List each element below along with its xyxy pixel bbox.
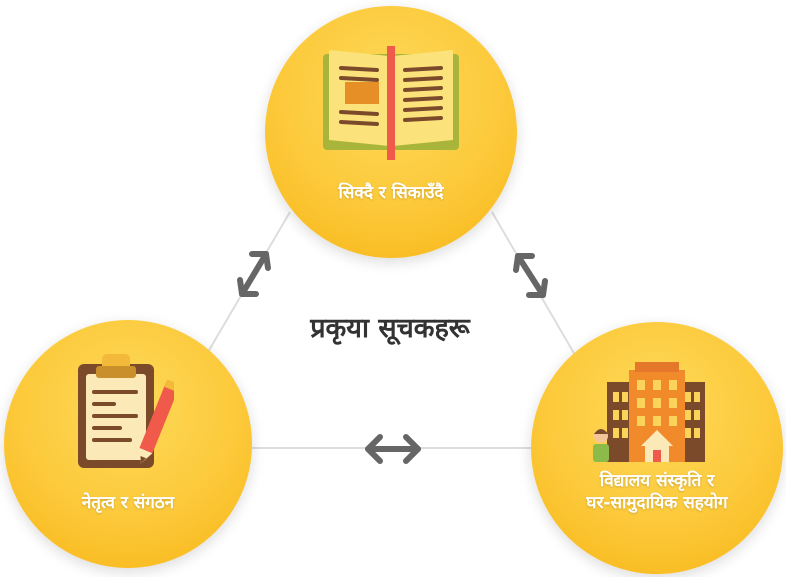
node-label-learning-teaching: सिक्दै र सिकाउँदै xyxy=(338,183,444,203)
double-arrow-icon xyxy=(365,434,421,464)
node-school-culture-community: विद्यालय संस्कृति र घर-सामुदायिक सहयोग xyxy=(531,322,783,574)
node-leadership-organization: नेतृत्व र संगठन xyxy=(4,320,252,568)
node-label-leadership-organization: नेतृत्व र संगठन xyxy=(81,493,175,513)
node-label-line: घर-सामुदायिक सहयोग xyxy=(586,493,728,513)
clipboard-pencil-icon xyxy=(78,354,174,468)
open-book-icon xyxy=(323,46,459,160)
node-label-school-culture-community: विद्यालय संस्कृति र घर-सामुदायिक सहयोग xyxy=(531,470,783,514)
node-learning-teaching: सिक्दै र सिकाउँदै xyxy=(265,6,517,258)
double-arrow-icon xyxy=(237,251,271,297)
school-community-icon xyxy=(593,362,705,462)
double-arrow-icon xyxy=(513,253,548,298)
node-label-line: विद्यालय संस्कृति र xyxy=(599,471,715,491)
diagram-title: प्रकृया सूचकहरू xyxy=(310,313,470,344)
